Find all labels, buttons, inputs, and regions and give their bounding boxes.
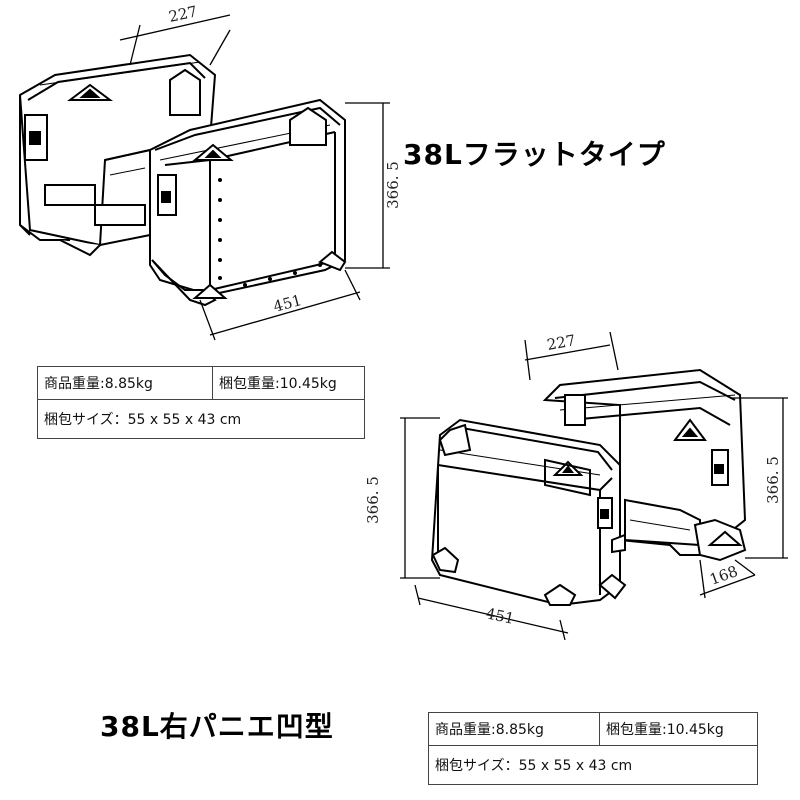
bottom-dim-height-left: 366. 5 [364,476,382,524]
product-weight: 商品重量:8.85kg [435,722,544,738]
top-left-case [18,53,217,257]
top-spec-table: 商品重量:8.85kg 梱包重量:10.45kg 梱包サイズ：55 x 55 x… [37,366,365,439]
spec-weight-row: 商品重量:8.85kg 梱包重量:10.45kg [429,713,757,746]
bottom-left-case [430,418,627,607]
top-title: 38Lフラットタイプ [403,138,666,171]
product-weight: 商品重量:8.85kg [44,376,153,392]
top-right-case [149,98,347,307]
bottom-right-case [542,368,747,562]
spec-size-row: 梱包サイズ：55 x 55 x 43 cm [429,746,757,784]
package-weight: 梱包重量:10.45kg [212,367,343,399]
bottom-dimension-lines [400,331,788,641]
top-dimension-lines [119,14,390,341]
bottom-dim-depth: 168 [707,562,740,589]
package-size: 梱包サイズ：55 x 55 x 43 cm [44,412,242,428]
bottom-dim-height-right: 366. 5 [764,456,782,504]
bottom-spec-table: 商品重量:8.85kg 梱包重量:10.45kg 梱包サイズ：55 x 55 x… [428,712,758,785]
bottom-title: 38L右パニエ凹型 [100,710,334,743]
top-dim-length: 451 [271,291,303,316]
package-size: 梱包サイズ：55 x 55 x 43 cm [435,758,633,774]
top-dim-height: 366. 5 [384,161,402,209]
spec-size-row: 梱包サイズ：55 x 55 x 43 cm [38,400,364,438]
package-weight: 梱包重量:10.45kg [599,713,730,745]
spec-weight-row: 商品重量:8.85kg 梱包重量:10.45kg [38,367,364,400]
top-dim-width: 227 [167,2,199,26]
bottom-dim-width: 227 [546,331,577,354]
bottom-dim-length: 451 [484,604,516,628]
